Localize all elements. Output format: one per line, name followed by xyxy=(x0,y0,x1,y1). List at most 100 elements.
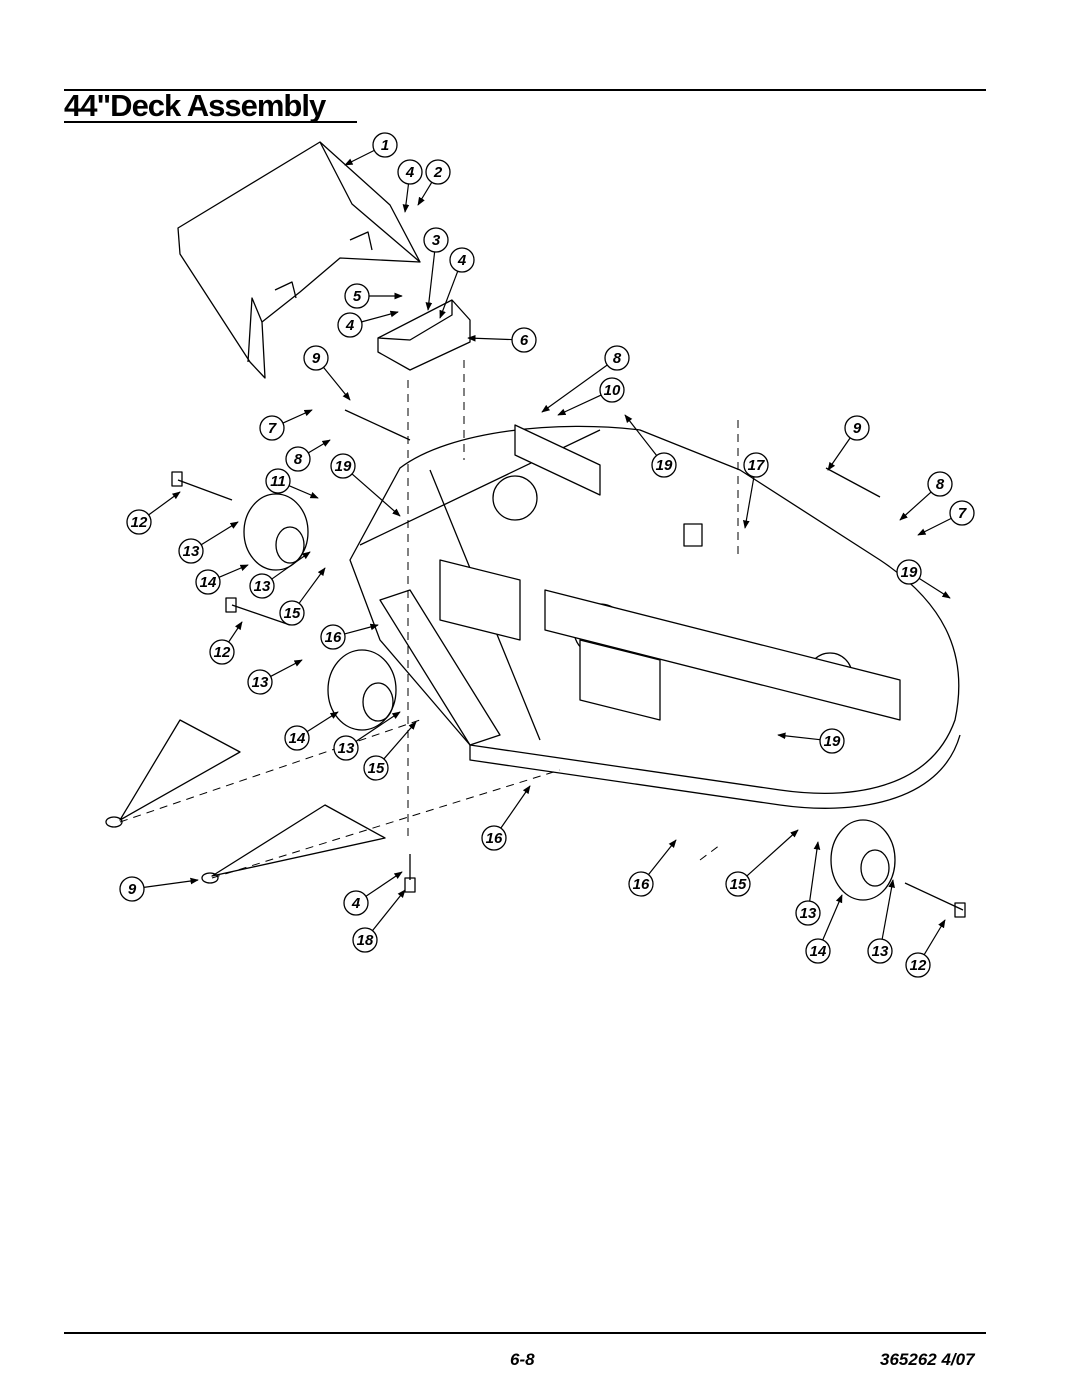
callout-circle xyxy=(949,500,975,526)
chute-bracket xyxy=(377,299,471,371)
callout-leader-arrow xyxy=(809,841,821,902)
callout-30: 14 xyxy=(284,711,339,751)
callout-circle xyxy=(844,415,870,441)
callout-35: 9 xyxy=(119,876,199,902)
callout-41: 14 xyxy=(805,894,843,964)
callout-circle xyxy=(604,345,630,371)
callout-25: 15 xyxy=(279,567,326,626)
callout-leader-arrow xyxy=(383,721,417,760)
callout-number: 9 xyxy=(312,350,321,367)
callout-circle xyxy=(333,735,359,761)
callout-23: 14 xyxy=(195,564,249,595)
callout-number: 4 xyxy=(345,317,355,334)
alignment-lines xyxy=(119,360,739,879)
callout-number: 19 xyxy=(656,457,673,474)
callout-number: 8 xyxy=(613,350,622,367)
callout-leader-arrow xyxy=(541,364,608,413)
callout-leader-arrow xyxy=(200,521,239,546)
callout-number: 13 xyxy=(252,674,269,691)
callout-leader-arrow xyxy=(365,871,403,897)
fastener-bolts xyxy=(171,409,966,918)
callout-number: 17 xyxy=(748,457,765,474)
callout-number: 14 xyxy=(200,574,217,591)
callout-leader-arrow xyxy=(500,785,531,829)
callout-number: 5 xyxy=(353,288,362,305)
callout-11: 10 xyxy=(557,377,625,416)
callout-circle xyxy=(284,725,310,751)
callout-31: 13 xyxy=(333,711,401,761)
callout-circle xyxy=(927,471,953,497)
callout-circle xyxy=(337,312,363,338)
callout-3: 2 xyxy=(417,159,451,206)
callout-leader-arrow xyxy=(361,310,399,323)
callout-number: 7 xyxy=(268,420,277,437)
callout-circle xyxy=(397,159,423,185)
callout-leader-arrow xyxy=(917,517,952,536)
callout-circle xyxy=(651,452,677,478)
callout-34: 16 xyxy=(481,785,531,851)
callout-40: 18 xyxy=(352,889,406,953)
callout-number: 11 xyxy=(270,473,286,490)
callout-leader-arrow xyxy=(923,919,946,956)
callout-28: 13 xyxy=(247,659,303,695)
callout-leader-arrow xyxy=(439,271,459,319)
callout-leader-arrow xyxy=(827,437,851,471)
callout-circle xyxy=(363,755,389,781)
callout-33: 19 xyxy=(777,728,845,754)
callout-26: 12 xyxy=(209,621,243,665)
callout-5: 4 xyxy=(439,247,475,319)
callout-number: 6 xyxy=(520,332,529,349)
callout-38: 15 xyxy=(725,829,799,897)
callout-number: 18 xyxy=(357,932,374,949)
callout-circle xyxy=(481,825,507,851)
callout-circle xyxy=(343,890,369,916)
callout-leader-arrow xyxy=(402,183,410,213)
callout-leader-arrow xyxy=(372,889,406,932)
callout-leader-arrow xyxy=(218,564,249,578)
callout-circle xyxy=(628,871,654,897)
callout-circle xyxy=(599,377,625,403)
callout-15: 19 xyxy=(624,414,677,478)
callout-leader-arrow xyxy=(417,181,433,206)
callout-number: 16 xyxy=(325,629,342,646)
callout-leader-arrow xyxy=(425,251,436,311)
callout-32: 15 xyxy=(363,721,417,781)
callout-circle xyxy=(511,327,537,353)
callout-leader-arrow xyxy=(918,577,951,599)
callout-number: 9 xyxy=(853,420,862,437)
callout-circle xyxy=(285,446,311,472)
callout-37: 16 xyxy=(628,839,677,897)
callout-leader-arrow xyxy=(746,829,799,877)
callout-7: 4 xyxy=(337,310,399,338)
callout-27: 16 xyxy=(320,623,379,650)
callout-leader-arrow xyxy=(822,894,843,941)
callout-circle xyxy=(303,345,329,371)
header-rule xyxy=(64,89,986,91)
callout-43: 12 xyxy=(905,919,946,978)
callout-circle xyxy=(867,938,893,964)
callout-21: 12 xyxy=(126,491,181,535)
callout-4: 3 xyxy=(423,227,449,311)
callout-circle xyxy=(896,559,922,585)
callout-number: 12 xyxy=(214,644,231,661)
callout-leader-arrow xyxy=(624,414,658,456)
callout-leader-arrow xyxy=(467,334,513,342)
callout-leader-arrow xyxy=(557,394,602,416)
callout-circle xyxy=(819,728,845,754)
caster-wheels xyxy=(243,493,896,901)
callout-number: 16 xyxy=(633,876,650,893)
callout-circle xyxy=(195,569,221,595)
callout-number: 15 xyxy=(730,876,747,893)
callout-number: 7 xyxy=(958,505,967,522)
callout-number: 12 xyxy=(910,957,927,974)
callout-leader-arrow xyxy=(344,149,375,166)
callout-number: 4 xyxy=(457,252,467,269)
callout-9: 9 xyxy=(303,345,351,401)
callout-leader-arrow xyxy=(288,485,319,499)
callout-number: 4 xyxy=(405,164,415,181)
callout-leader-arrow xyxy=(308,439,331,454)
callout-number: 15 xyxy=(284,605,301,622)
deck-rails xyxy=(379,424,901,746)
callout-circle xyxy=(425,159,451,185)
title-underline xyxy=(64,121,357,123)
